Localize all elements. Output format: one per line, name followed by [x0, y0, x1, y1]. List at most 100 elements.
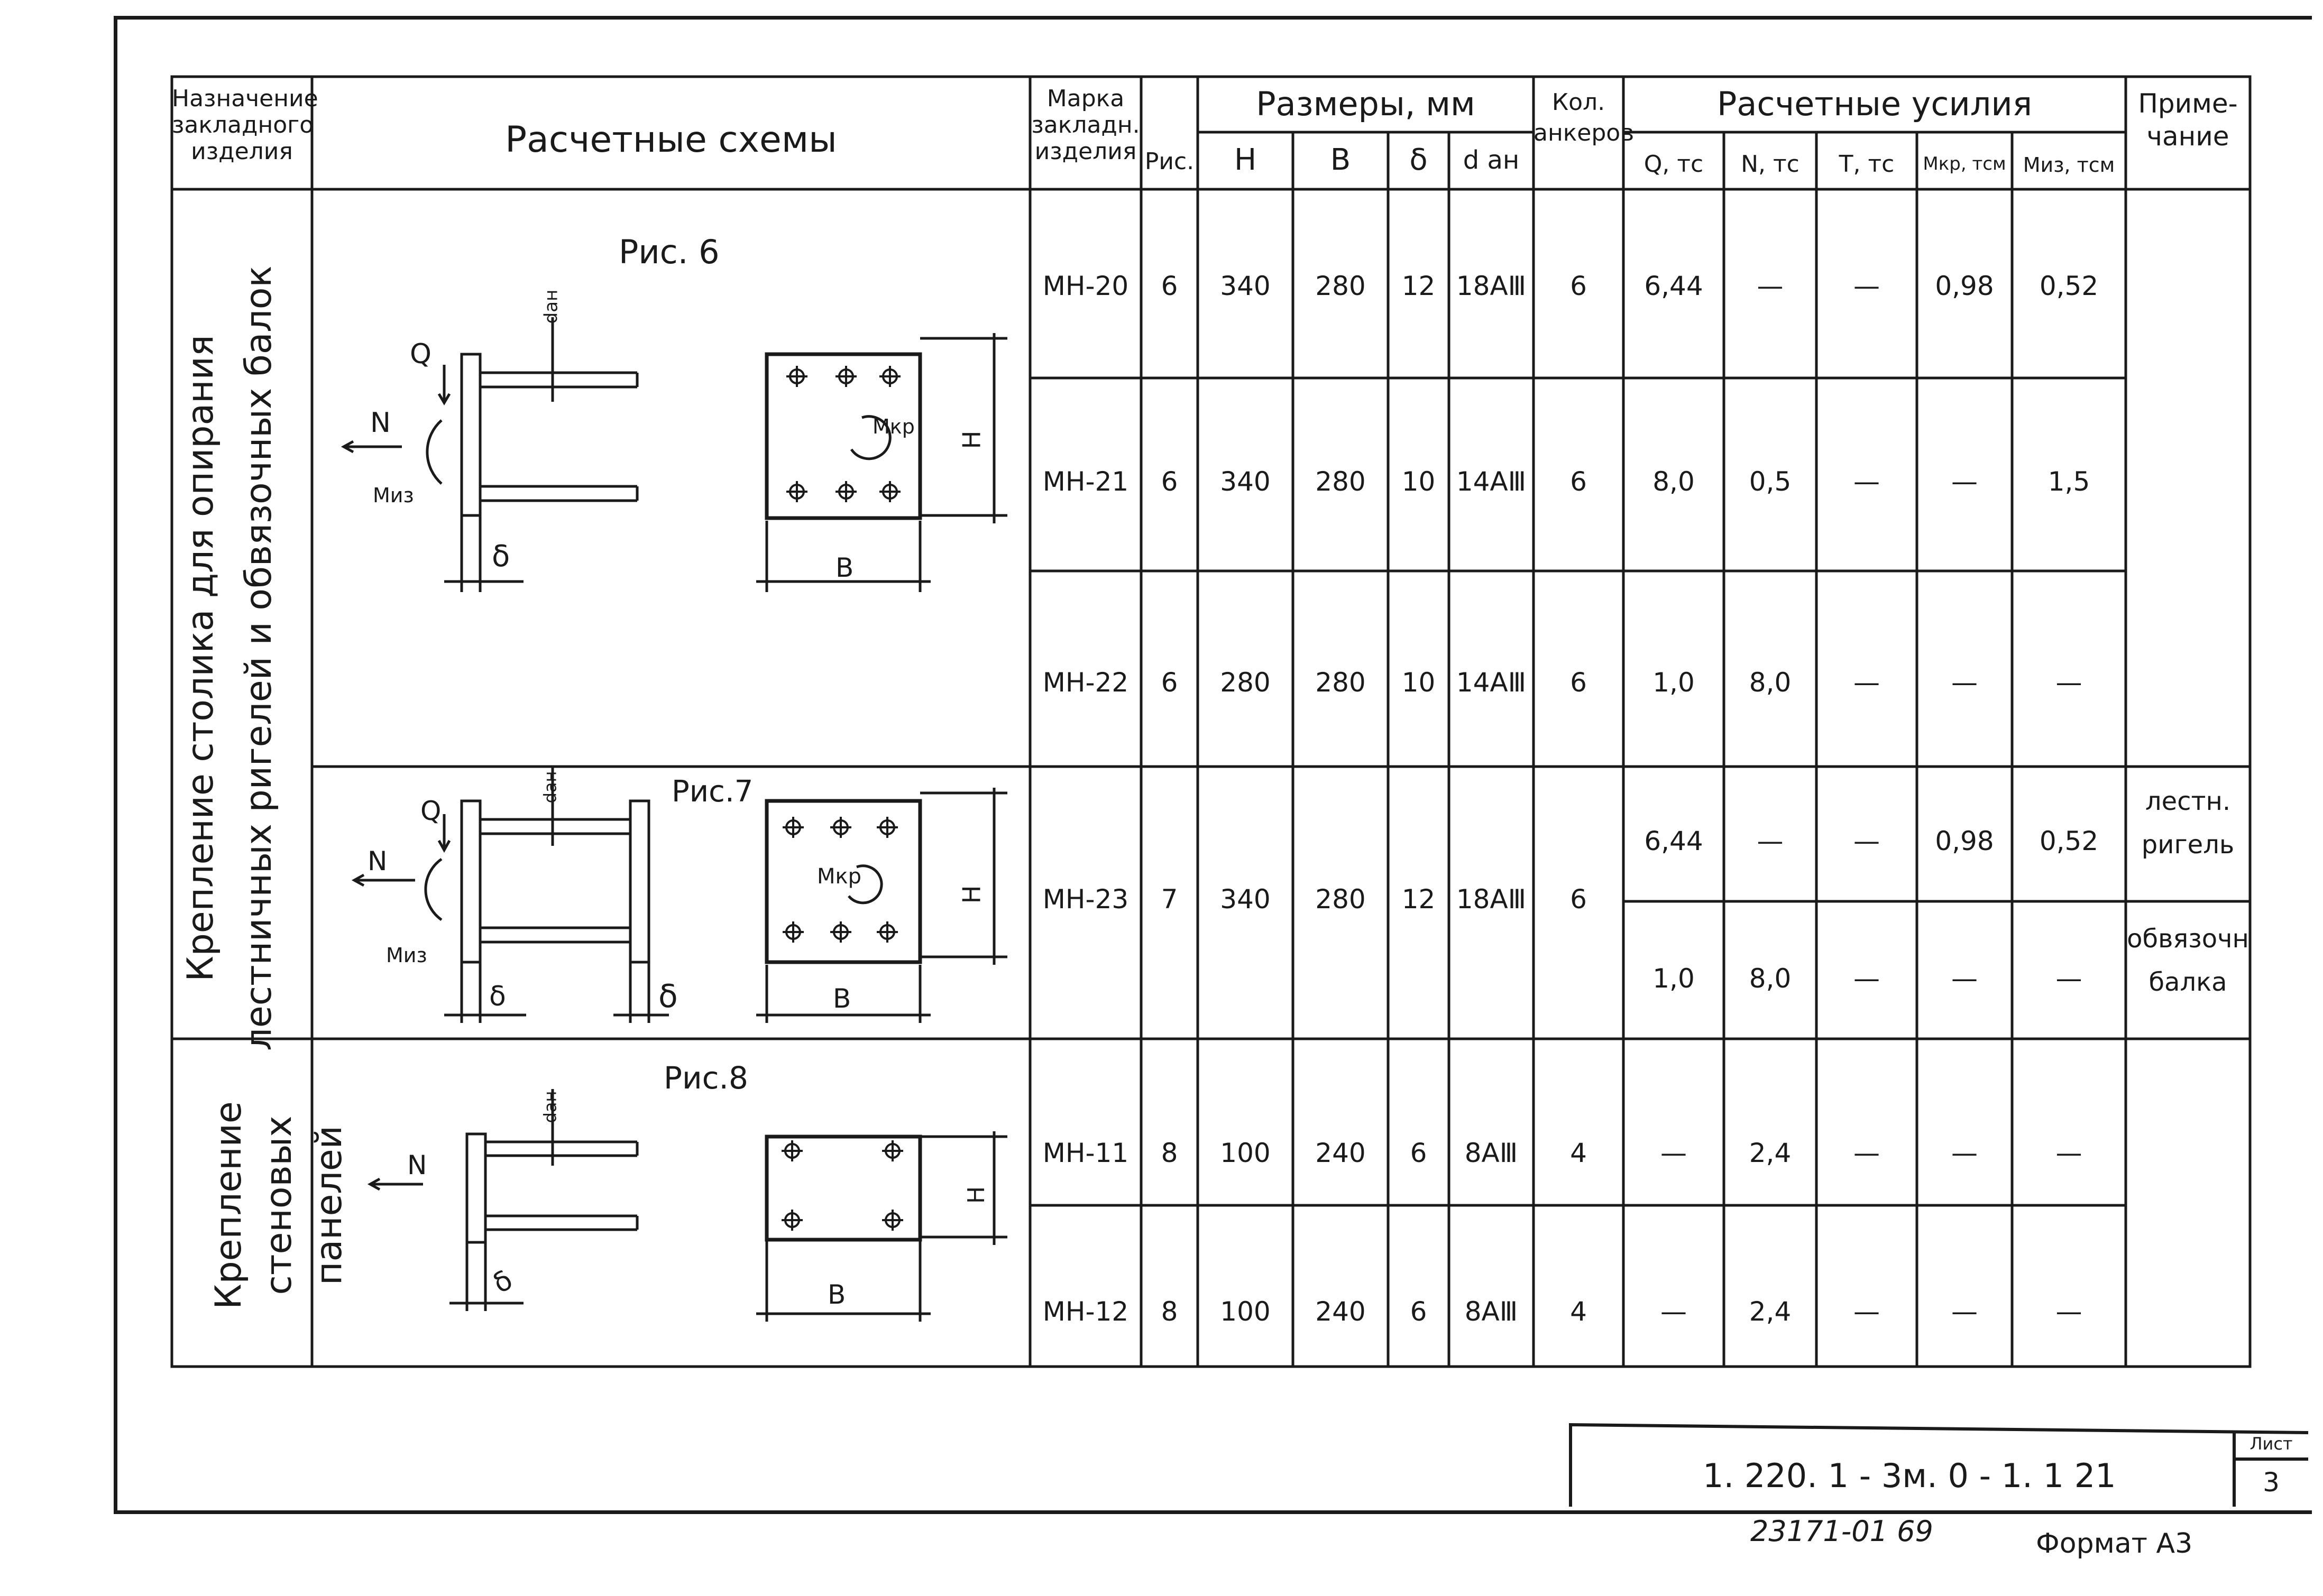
fig8-label-h: H — [963, 1186, 990, 1204]
header-anchors-line: Кол. — [1551, 89, 1605, 116]
cell-t: — — [1853, 826, 1880, 856]
cell-d: 6 — [1410, 1138, 1427, 1168]
cell-d: 12 — [1401, 884, 1436, 915]
header-purpose-line: изделия — [191, 138, 293, 165]
fig6-title: Рис. 6 — [619, 233, 720, 271]
cell-n: 8,0 — [1749, 667, 1792, 698]
cell-dan: 18АⅢ — [1456, 884, 1527, 915]
cell-mb: — — [2055, 1296, 2082, 1327]
cell-mk: — — [1951, 1138, 1978, 1168]
fig7-title: Рис.7 — [672, 774, 754, 809]
stamp-sheet-label: Лист — [2249, 1434, 2293, 1454]
cell-mk: 0,98 — [1935, 826, 1994, 856]
cell-note-line: лестн. — [2145, 787, 2231, 816]
cell-t: — — [1853, 466, 1880, 497]
cell-note: обвязочн балка — [2126, 917, 2250, 1004]
cell-b: 280 — [1315, 466, 1366, 497]
cell-fig: 8 — [1161, 1296, 1178, 1327]
cell-fig: 7 — [1161, 884, 1178, 915]
cell-h: 340 — [1220, 884, 1271, 915]
cell-n: 6 — [1570, 466, 1587, 497]
cell-mk: — — [1951, 1296, 1978, 1327]
header-note-line: чание — [2146, 121, 2229, 152]
cell-q: 6,44 — [1644, 826, 1703, 856]
cell-mb: 0,52 — [2039, 826, 2099, 856]
cell-note-line: обвязочн — [2127, 924, 2249, 954]
header-dim-delta: δ — [1409, 143, 1428, 177]
fig6-label-b: B — [835, 552, 854, 583]
cell-n: 0,5 — [1749, 466, 1792, 497]
fig6-side-view — [341, 317, 639, 592]
cell-h: 280 — [1220, 667, 1271, 698]
cell-dan: 14АⅢ — [1456, 466, 1527, 497]
fig7-plan — [756, 788, 1007, 1023]
cell-t: — — [1853, 1296, 1880, 1327]
fig8-plan — [756, 1131, 1007, 1322]
fig8-label-b: B — [828, 1279, 846, 1310]
fig7-label-h: H — [957, 885, 986, 904]
cell-b: 240 — [1315, 1296, 1366, 1327]
cell-n: 4 — [1570, 1296, 1587, 1327]
cell-note: лестн.ригель — [2126, 780, 2250, 866]
cell-mb: 1,5 — [2047, 466, 2090, 497]
cell-mark: МН-12 — [1042, 1296, 1129, 1327]
cell-mb: — — [2055, 667, 2082, 698]
header-dim-b: B — [1330, 143, 1351, 177]
fig6-anchors — [786, 366, 901, 502]
cell-q: 1,0 — [1652, 667, 1695, 698]
cell-d: 12 — [1401, 271, 1436, 301]
fig6-label-delta: δ — [492, 539, 510, 574]
footer-format: Формат А3 — [2036, 1528, 2193, 1560]
header-mark-line: закладн. — [1031, 112, 1140, 139]
header-dim-dan: d ан — [1463, 145, 1520, 175]
cell-mk: — — [1951, 466, 1978, 497]
fig8-title: Рис.8 — [664, 1060, 748, 1096]
cell-t: — — [1853, 667, 1880, 698]
header-mark: Марка закладн. изделия — [1030, 86, 1141, 165]
cell-mb: — — [2055, 963, 2082, 994]
fig6-label-mb: Mиз — [373, 484, 414, 507]
header-dims: Размеры, мм — [1256, 85, 1475, 123]
header-force-n: N, тс — [1741, 151, 1799, 178]
cell-h: 340 — [1220, 271, 1271, 301]
fig8-label-n: N — [407, 1150, 427, 1180]
header-forces: Расчетные усилия — [1717, 85, 2032, 123]
cell-n: 2,4 — [1749, 1138, 1792, 1168]
cell-note-line: балка — [2148, 967, 2227, 997]
fig7-label-n: N — [368, 846, 388, 877]
cell-q: 1,0 — [1652, 963, 1695, 994]
cell-dan: 8АⅢ — [1464, 1296, 1518, 1327]
cell-dan: 8АⅢ — [1464, 1138, 1518, 1168]
cell-fig: 6 — [1161, 466, 1178, 497]
cell-mark: МН-11 — [1042, 1138, 1129, 1168]
cell-b: 280 — [1315, 667, 1366, 698]
header-mark-line: изделия — [1034, 138, 1137, 165]
header-force-q: Q, тс — [1643, 151, 1704, 178]
fig6-label-mk: Mкр — [873, 415, 915, 438]
fig7-label-mb: Mиз — [386, 944, 427, 967]
cell-dan: 14АⅢ — [1456, 667, 1527, 698]
cell-t: — — [1853, 963, 1880, 994]
header-force-mk: Mкр, тсм — [1923, 153, 2006, 174]
footer-inventory: 23171-01 69 — [1750, 1515, 1933, 1548]
header-anchors: Кол. анкеров — [1534, 87, 1634, 149]
cell-d: 10 — [1401, 667, 1436, 698]
cell-q: — — [1660, 1138, 1687, 1168]
stamp-sheet-number: 3 — [2263, 1467, 2280, 1498]
fig6-label-dan: dан — [540, 289, 562, 324]
header-fig: Рис. — [1144, 148, 1195, 175]
cell-t: — — [1853, 1138, 1880, 1168]
fig6-plan — [756, 333, 1007, 592]
header-purpose-line: закладного — [172, 112, 314, 139]
cell-n: 6 — [1570, 667, 1587, 698]
fig7-label-delta: δ — [489, 981, 506, 1012]
fig7-label-b: B — [833, 983, 851, 1014]
fig7-label-mk: Mкр — [817, 864, 862, 889]
fig6-label-n: N — [370, 407, 391, 439]
drawing-frame — [114, 16, 2312, 1514]
cell-n: 4 — [1570, 1138, 1587, 1168]
fig8-label-dan: dан — [540, 1091, 561, 1123]
cell-b: 280 — [1315, 884, 1366, 915]
